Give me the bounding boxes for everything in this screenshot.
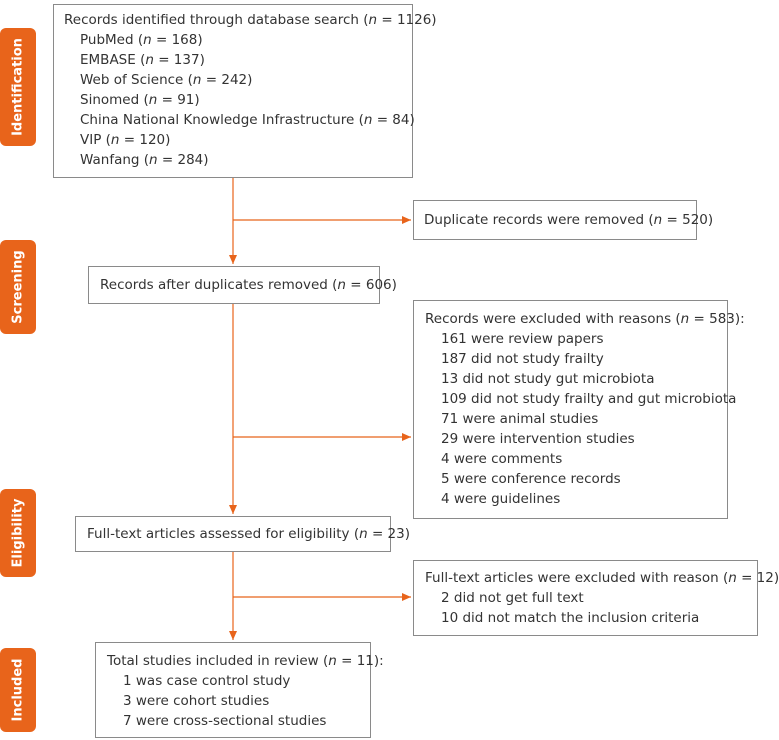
- exclusion-reason: 71 were animal studies: [441, 411, 599, 427]
- exclusion-reason: 187 did not study frailty: [441, 351, 604, 367]
- fulltext-assessed-box: Full-text articles assessed for eligibil…: [75, 516, 410, 552]
- records-identified-box: Records identified through database sear…: [53, 4, 437, 178]
- records-excluded-title: Records were excluded with reasons (n = …: [425, 311, 745, 327]
- exclusion-reason: 29 were intervention studies: [441, 431, 635, 447]
- phase-eligibility-label: Eligibility: [0, 489, 36, 577]
- studies-included-box: Total studies included in review (n = 11…: [95, 642, 384, 738]
- studies-included-title: Total studies included in review (n = 11…: [107, 653, 384, 669]
- phase-included-text: Included: [10, 658, 26, 722]
- prisma-flow-diagram: Identification Screening Eligibility Inc…: [0, 4, 779, 738]
- source-web-of-science: Web of Science (n = 242): [80, 72, 253, 88]
- exclusion-reason: 4 were guidelines: [441, 491, 561, 507]
- exclusion-reason: 5 were conference records: [441, 471, 621, 487]
- duplicates-removed-text: Duplicate records were removed (n = 520): [424, 212, 714, 228]
- phase-identification-label: Identification: [0, 28, 36, 146]
- records-excluded-box: Records were excluded with reasons (n = …: [413, 300, 745, 519]
- included-study-type: 7 were cross-sectional studies: [123, 713, 327, 729]
- exclusion-reason: 13 did not study gut microbiota: [441, 371, 655, 387]
- source-cnki: China National Knowledge Infrastructure …: [80, 112, 415, 128]
- phase-screening-label: Screening: [0, 240, 36, 334]
- fulltext-exclusion-reason: 10 did not match the inclusion criteria: [441, 610, 700, 626]
- included-study-type: 3 were cohort studies: [123, 693, 270, 709]
- phase-included-label: Included: [0, 648, 36, 732]
- fulltext-assessed-text: Full-text articles assessed for eligibil…: [87, 526, 410, 542]
- source-vip: VIP (n = 120): [80, 132, 171, 148]
- included-study-type: 1 was case control study: [123, 673, 291, 689]
- records-identified-title: Records identified through database sear…: [64, 12, 437, 28]
- exclusion-reason: 161 were review papers: [441, 331, 604, 347]
- source-sinomed: Sinomed (n = 91): [80, 92, 200, 108]
- phase-screening-text: Screening: [10, 250, 26, 324]
- source-pubmed: PubMed (n = 168): [80, 32, 203, 48]
- exclusion-reason: 4 were comments: [441, 451, 563, 467]
- source-embase: EMBASE (n = 137): [80, 52, 205, 68]
- fulltext-exclusion-reason: 2 did not get full text: [441, 590, 584, 606]
- records-after-duplicates-box: Records after duplicates removed (n = 60…: [88, 266, 397, 304]
- records-after-duplicates-text: Records after duplicates removed (n = 60…: [100, 277, 397, 293]
- fulltext-excluded-box: Full-text articles were excluded with re…: [413, 560, 779, 636]
- source-wanfang: Wanfang (n = 284): [80, 152, 209, 168]
- fulltext-excluded-title: Full-text articles were excluded with re…: [425, 570, 779, 586]
- phase-eligibility-text: Eligibility: [10, 498, 26, 568]
- duplicates-removed-box: Duplicate records were removed (n = 520): [413, 200, 714, 240]
- phase-identification-text: Identification: [10, 38, 26, 136]
- exclusion-reason: 109 did not study frailty and gut microb…: [441, 391, 737, 407]
